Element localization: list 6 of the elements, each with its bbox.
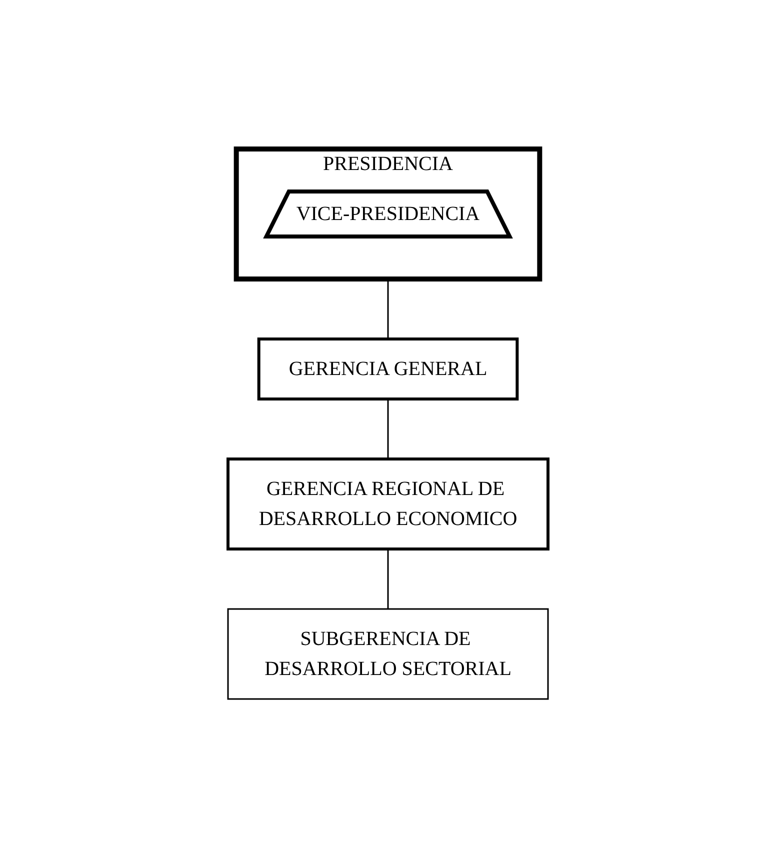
node-box: GERENCIA REGIONAL DE DESARROLLO ECONOMICO bbox=[226, 457, 549, 550]
connector bbox=[386, 398, 388, 458]
node-box: GERENCIA GENERAL bbox=[256, 337, 518, 400]
connector bbox=[386, 548, 388, 608]
connector bbox=[386, 278, 388, 338]
node-box: SUBGERENCIA DE DESARROLLO SECTORIAL bbox=[226, 608, 548, 700]
